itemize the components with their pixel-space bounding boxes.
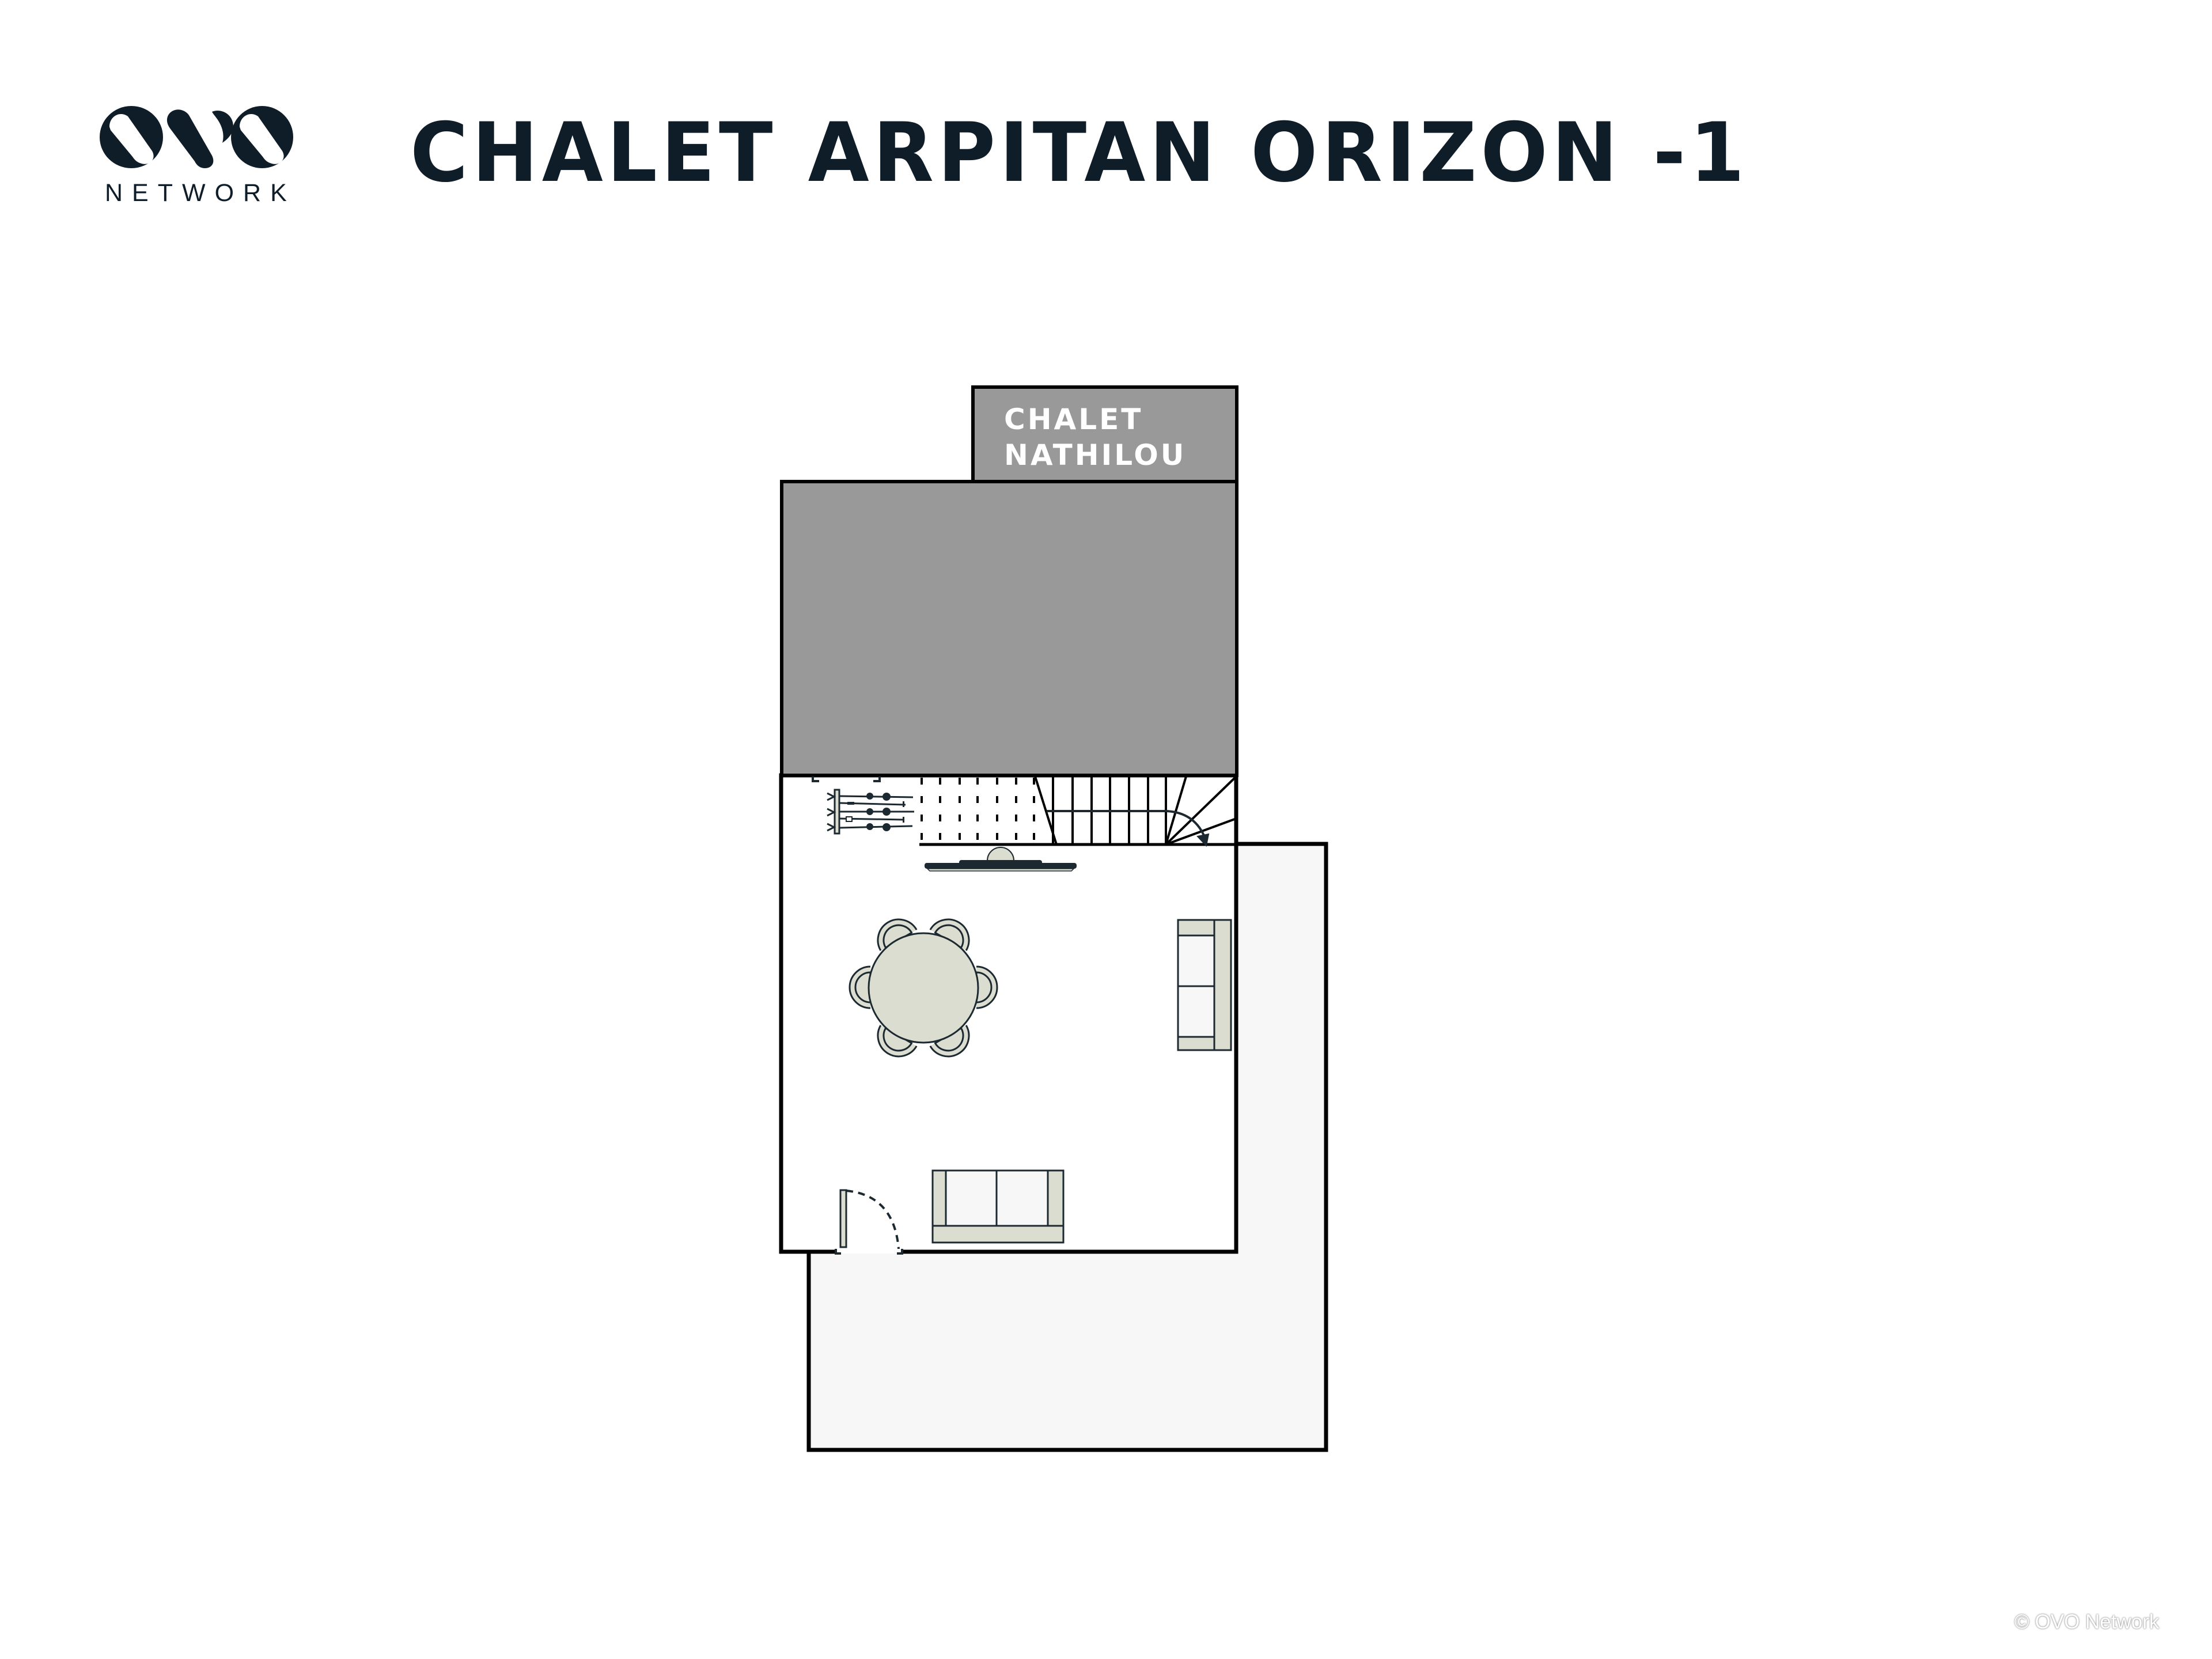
neighbor-label-line1: CHALET (1004, 403, 1143, 436)
logo-network-text: NETWORK (105, 179, 296, 207)
sofa-right-icon (1177, 919, 1232, 1051)
ovo-logo-icon (100, 106, 293, 168)
copyright-text: © OVO Network (2014, 1611, 2160, 1633)
entry-door-icon (835, 1189, 903, 1255)
dining-chairs-icon (849, 918, 998, 1058)
dining-table-set (849, 918, 998, 1058)
neighbor-label-line2: NATHILOU (1004, 438, 1187, 472)
ski-rack-icon (827, 789, 914, 835)
unavailable-area (780, 480, 1238, 777)
page-title: CHALET ARPITAN ORIZON -1 (410, 105, 1749, 200)
staircase-icon (919, 775, 1237, 847)
wall-opening-marks (812, 777, 881, 782)
sofa-bottom-icon (931, 1169, 1065, 1244)
neighbor-chalet-box (971, 385, 1238, 483)
neighbor-chalet-label: CHALET NATHILOU (1004, 402, 1186, 473)
tv-icon (925, 847, 1077, 872)
round-table-icon (868, 932, 979, 1044)
ovo-network-logo: NETWORK (99, 106, 296, 207)
